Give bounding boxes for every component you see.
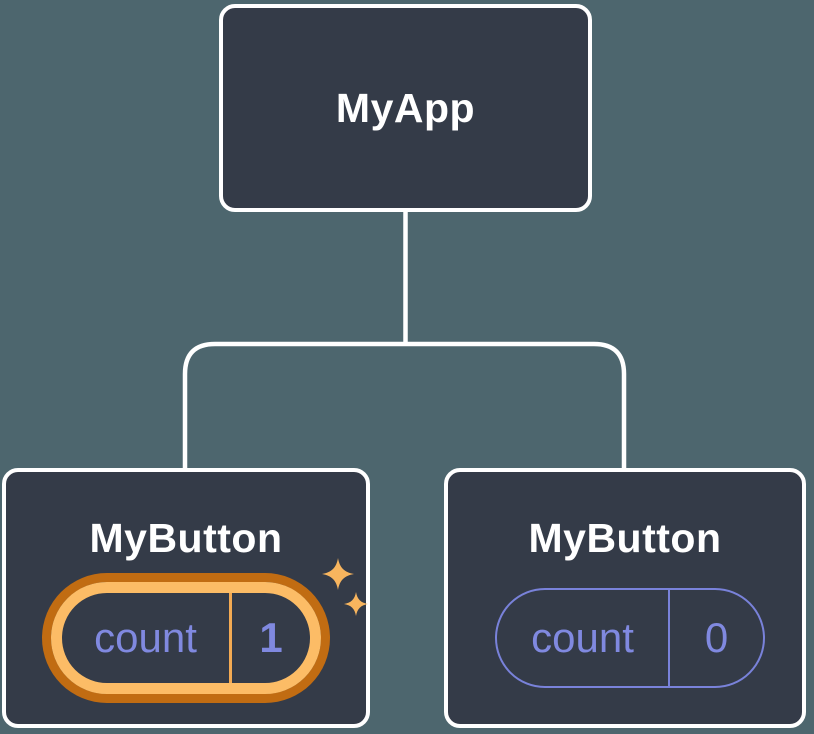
node-myapp: MyApp [219, 4, 592, 212]
node-title-mybutton-right: MyButton [528, 515, 722, 561]
state-value-cell: 0 [670, 590, 763, 686]
state-label: count [531, 614, 634, 661]
state-label-cell: count [62, 593, 232, 683]
node-title-myapp: MyApp [335, 84, 476, 131]
state-value-cell: 1 [232, 593, 310, 683]
connector-bracket [182, 341, 627, 470]
sparkle-icon [322, 558, 368, 616]
node-title-mybutton-left: MyButton [89, 515, 283, 561]
state-value: 1 [259, 614, 283, 661]
state-label: count [94, 614, 197, 661]
state-pill-highlighted: count 1 [51, 582, 321, 694]
node-mybutton-right: MyButton count 0 [444, 468, 806, 728]
state-value: 0 [704, 614, 729, 661]
node-mybutton-left: MyButton count 1 [2, 468, 370, 728]
state-label-cell: count [497, 590, 670, 686]
state-pill: count 0 [495, 588, 765, 688]
